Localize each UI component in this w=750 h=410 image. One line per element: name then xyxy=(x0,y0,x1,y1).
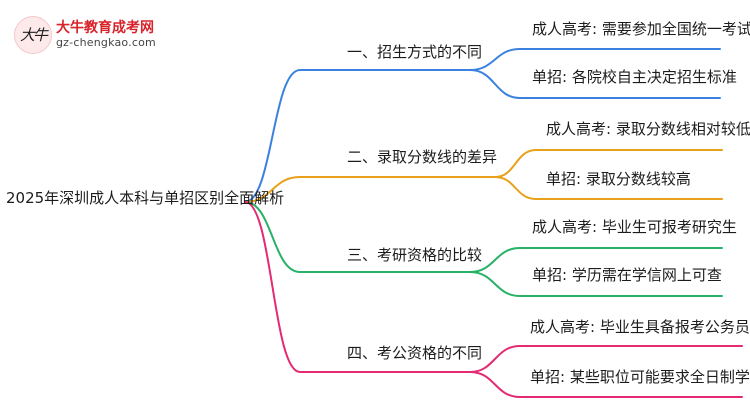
logo-badge-icon: 大牛 xyxy=(14,16,52,54)
branch-topic: 一、招生方式的不同 xyxy=(347,43,483,61)
leaf-connector xyxy=(494,176,537,200)
branch-connector xyxy=(244,176,301,203)
leaf-connector xyxy=(469,247,521,273)
branch-connector xyxy=(244,201,301,373)
leaf-topic: 成人高考: 毕业生可报考研究生 xyxy=(532,218,737,236)
branch-topic: 四、考公资格的不同 xyxy=(347,344,483,362)
leaf-connector xyxy=(494,149,537,178)
branch-connector xyxy=(244,201,301,273)
leaf-connector xyxy=(469,69,521,99)
site-logo: 大牛 大牛教育成考网 gz-chengkao.com xyxy=(14,14,184,54)
logo-domain: gz-chengkao.com xyxy=(56,36,156,49)
branch-topic: 二、录取分数线的差异 xyxy=(347,148,498,166)
leaf-connector xyxy=(469,345,521,373)
leaf-connector xyxy=(469,371,521,398)
leaf-topic: 成人高考: 毕业生具备报考公务员资格 xyxy=(530,318,750,336)
leaf-topic: 成人高考: 需要参加全国统一考试 xyxy=(532,20,750,38)
branch-topic: 三、考研资格的比较 xyxy=(347,246,483,264)
leaf-topic: 单招: 某些职位可能要求全日制学历 xyxy=(530,368,750,386)
branch-connector xyxy=(244,69,301,203)
logo-mark: 大牛 xyxy=(19,26,48,44)
leaf-topic: 单招: 学历需在学信网上可查 xyxy=(532,266,722,284)
leaf-topic: 单招: 各院校自主决定招生标准 xyxy=(532,68,737,86)
leaf-topic: 单招: 录取分数线较高 xyxy=(546,170,691,188)
root-topic: 2025年深圳成人本科与单招区别全面解析 xyxy=(6,189,285,207)
leaf-topic: 成人高考: 录取分数线相对较低 xyxy=(546,120,750,138)
leaf-connector xyxy=(469,48,521,71)
logo-name: 大牛教育成考网 xyxy=(56,20,154,36)
leaf-connector xyxy=(469,271,521,297)
